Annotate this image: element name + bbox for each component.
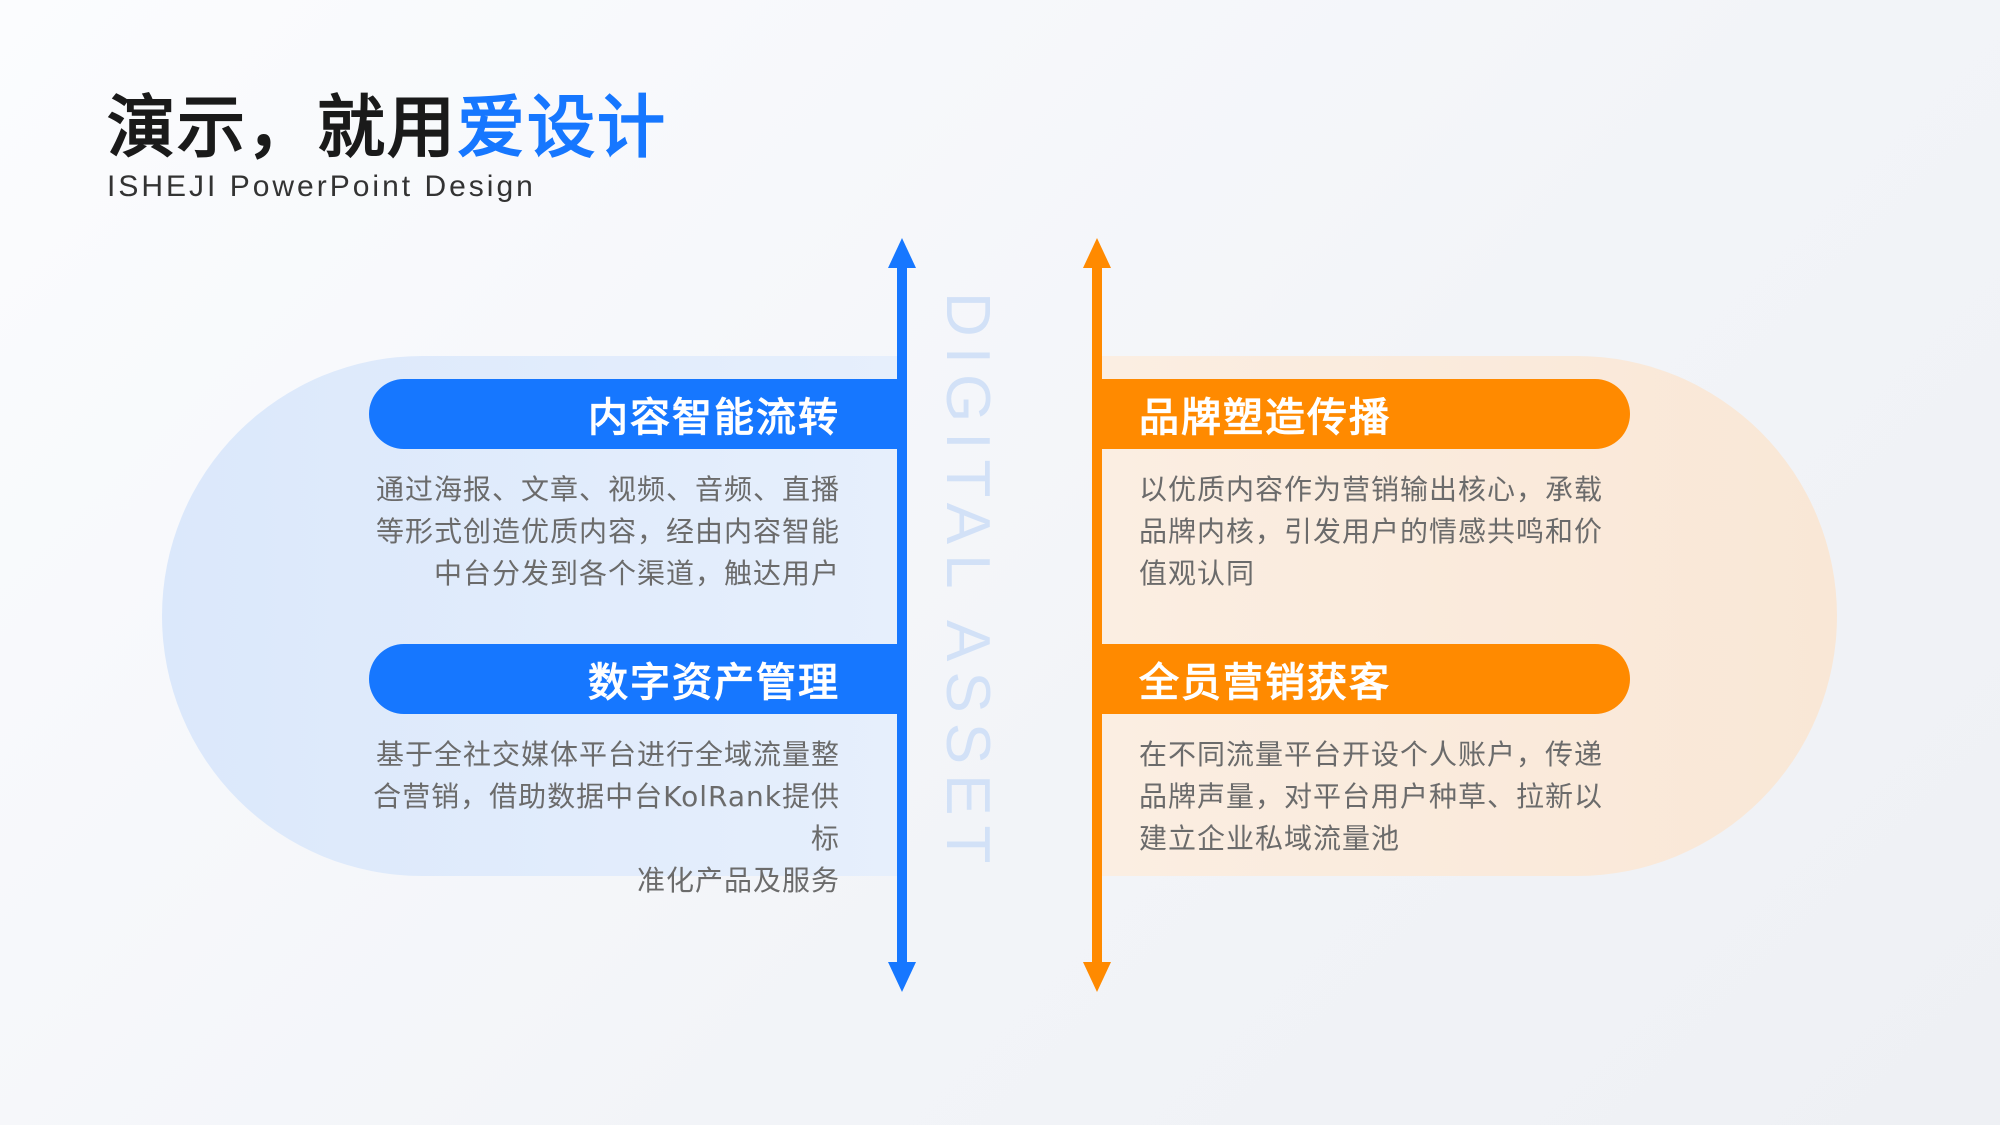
left-paragraph-2: 基于全社交媒体平台进行全域流量整 合营销，借助数据中台KolRank提供标 准化… — [350, 734, 840, 902]
left-line: 准化产品及服务 — [636, 864, 840, 897]
right-heading-1: 品牌塑造传播 — [1139, 395, 1391, 441]
left-line: 合营销，借助数据中台KolRank提供标 — [373, 780, 840, 855]
right-paragraph-2: 在不同流量平台开设个人账户，传递 品牌声量，对平台用户种草、拉新以 建立企业私域… — [1139, 734, 1629, 860]
left-line: 中台分发到各个渠道，触达用户 — [433, 557, 840, 590]
left-line: 通过海报、文章、视频、音频、直播 — [375, 473, 840, 506]
left-line: 等形式创造优质内容，经由内容智能 — [375, 515, 840, 548]
left-line: 基于全社交媒体平台进行全域流量整 — [375, 738, 840, 771]
left-heading-1: 内容智能流转 — [588, 395, 840, 441]
right-line: 以优质内容作为营销输出核心，承载 — [1139, 473, 1604, 506]
right-line: 在不同流量平台开设个人账户，传递 — [1139, 738, 1604, 771]
page-subtitle: ISHEJI PowerPoint Design — [107, 170, 536, 203]
left-heading-bar-1: 内容智能流转 — [369, 379, 902, 449]
left-heading-bar-2: 数字资产管理 — [369, 644, 902, 714]
right-paragraph-1: 以优质内容作为营销输出核心，承载 品牌内核，引发用户的情感共鸣和价 值观认同 — [1139, 469, 1629, 595]
right-heading-bar-1: 品牌塑造传播 — [1097, 379, 1630, 449]
right-heading-bar-2: 全员营销获客 — [1097, 644, 1630, 714]
left-paragraph-1: 通过海报、文章、视频、音频、直播 等形式创造优质内容，经由内容智能 中台分发到各… — [350, 469, 840, 595]
orange-double-arrow-icon — [1083, 238, 1111, 992]
page-title: 演示，就用爱设计 — [107, 88, 667, 170]
right-heading-2: 全员营销获客 — [1139, 660, 1391, 706]
right-line: 品牌声量，对平台用户种草、拉新以 — [1139, 780, 1604, 813]
right-line: 品牌内核，引发用户的情感共鸣和价 — [1139, 515, 1604, 548]
title-accent: 爱设计 — [457, 89, 668, 168]
right-line: 值观认同 — [1139, 557, 1256, 590]
right-line: 建立企业私域流量池 — [1139, 822, 1401, 855]
left-heading-2: 数字资产管理 — [588, 660, 840, 706]
blue-double-arrow-icon — [888, 238, 916, 992]
title-main: 演示，就用 — [107, 89, 458, 168]
center-word-text: DIGITAL ASSET — [933, 292, 1002, 874]
